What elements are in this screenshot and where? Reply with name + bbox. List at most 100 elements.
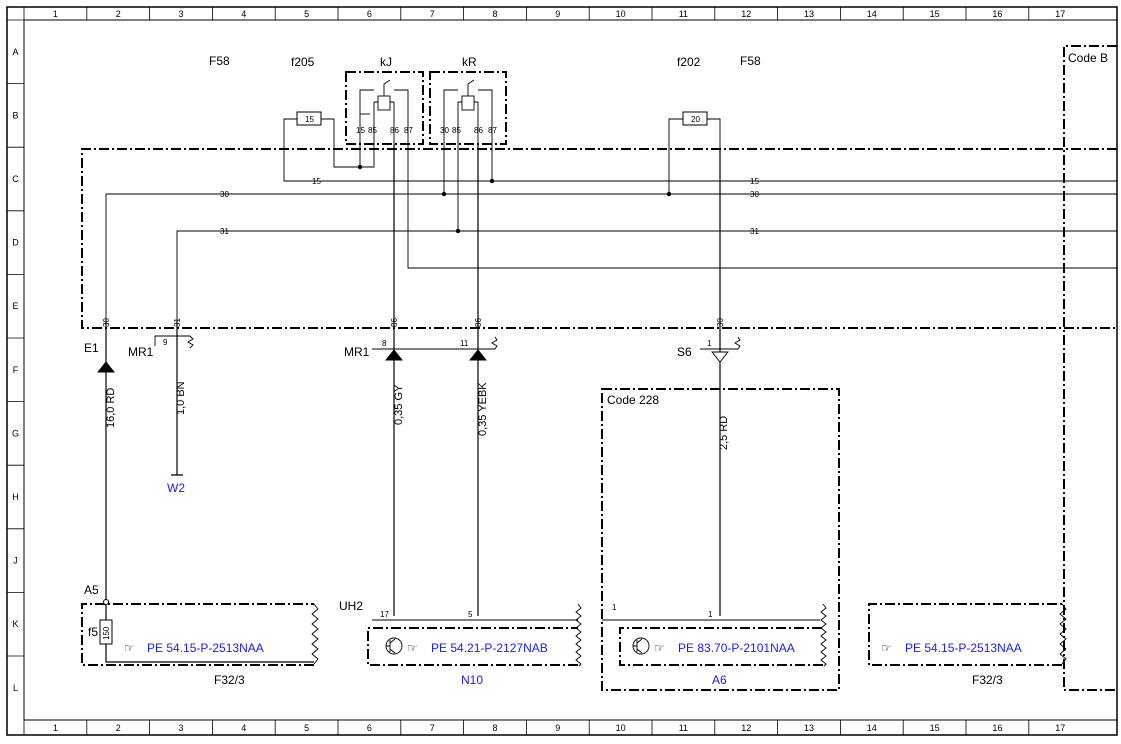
grid-row-label: L bbox=[13, 683, 18, 693]
break-n10 bbox=[575, 603, 582, 667]
junction-dots bbox=[357, 164, 672, 234]
grid-labels: 1122334455667788991010111112121313141415… bbox=[12, 9, 1065, 733]
ref-link-f32-right[interactable]: PE 54.15-P-2513NAA bbox=[905, 641, 1022, 655]
code-228-box bbox=[601, 388, 840, 691]
grid-column-label-top: 7 bbox=[430, 9, 435, 19]
grid-row-label: E bbox=[12, 301, 18, 311]
transistor-icon bbox=[385, 637, 403, 655]
n10-box bbox=[367, 627, 578, 666]
grid-column-label-top: 5 bbox=[304, 9, 309, 19]
grid-column-label-top: 15 bbox=[930, 9, 940, 19]
relay-kj-pin-86: 86 bbox=[390, 126, 399, 135]
grid-column-label-bottom: 14 bbox=[867, 723, 877, 733]
ref-link-n10[interactable]: PE 54.21-P-2127NAB bbox=[431, 641, 548, 655]
grid-row-label: A bbox=[12, 47, 18, 57]
wire-label-w2: 1,0 BN bbox=[175, 381, 187, 415]
grid-column-label-bottom: 11 bbox=[679, 723, 688, 733]
node-a5 bbox=[103, 599, 109, 605]
grid-column-label-top: 17 bbox=[1055, 9, 1065, 19]
relay-kr-pin-87: 87 bbox=[488, 126, 497, 135]
connector-symbols bbox=[97, 335, 820, 621]
relay-kj-box bbox=[345, 71, 424, 145]
break-f32-left bbox=[311, 603, 319, 665]
connector-a6-pin1b: 1 bbox=[708, 610, 713, 619]
grid-column-label-bottom: 1 bbox=[53, 723, 58, 733]
transistor-icon-a6 bbox=[632, 637, 650, 655]
ref-link-a6[interactable]: PE 83.70-P-2101NAA bbox=[678, 641, 795, 655]
fuse-f202-body bbox=[682, 111, 708, 126]
grid-column-label-bottom: 10 bbox=[616, 723, 626, 733]
label-kj: kJ bbox=[380, 55, 392, 69]
fuse-f5-body bbox=[99, 619, 113, 645]
pin-kr86: 86 bbox=[474, 318, 483, 327]
grid-column-label-bottom: 17 bbox=[1055, 723, 1065, 733]
grid-column-label-bottom: 8 bbox=[492, 723, 497, 733]
hand-pointer-icon: ☞ bbox=[881, 641, 892, 655]
relay-kj-pin-15: 15 bbox=[356, 126, 365, 135]
break-a6 bbox=[820, 603, 827, 667]
component-f32-left: F32/3 bbox=[214, 673, 245, 687]
grid-column-label-top: 16 bbox=[992, 9, 1002, 19]
break-f32-right bbox=[1059, 603, 1067, 665]
grid-marks bbox=[7, 7, 1030, 735]
connector-mr1-pin9: 9 bbox=[163, 338, 168, 347]
connector-a5: A5 bbox=[84, 583, 99, 597]
grid-column-label-bottom: 9 bbox=[555, 723, 560, 733]
main-enclosure bbox=[81, 148, 1117, 329]
relay-kr-pin-30: 30 bbox=[440, 126, 449, 135]
bus-30-left: 30 bbox=[220, 190, 229, 199]
grid-column-label-bottom: 16 bbox=[992, 723, 1002, 733]
relay-links bbox=[359, 144, 493, 231]
ground-w2: W2 bbox=[167, 481, 185, 495]
label-f58-right: F58 bbox=[740, 54, 761, 68]
bus-31-right: 31 bbox=[750, 227, 759, 236]
component-n10[interactable]: N10 bbox=[461, 673, 483, 687]
fuse-f5-label: f5 bbox=[88, 625, 98, 639]
wire-label-w5: 2,5 RD bbox=[718, 416, 730, 450]
grid-row-label: H bbox=[12, 492, 19, 502]
grid-row-label: B bbox=[12, 110, 18, 120]
grid-column-label-bottom: 13 bbox=[804, 723, 814, 733]
relay-kr-box bbox=[429, 71, 507, 145]
grid-column-label-bottom: 4 bbox=[241, 723, 246, 733]
pin-e1: 30 bbox=[102, 318, 111, 327]
connector-a6-pin1a: 1 bbox=[612, 603, 617, 612]
fuse-f205-wire bbox=[283, 118, 375, 168]
grid-row-label: F bbox=[13, 365, 19, 375]
grid-column-label-top: 3 bbox=[178, 9, 183, 19]
grid-column-label-top: 4 bbox=[241, 9, 246, 19]
wire-label-w3: 0,35 GY bbox=[393, 384, 405, 425]
wire-label-w1: 16,0 RD bbox=[105, 388, 117, 428]
grid-row-label: K bbox=[12, 619, 18, 629]
grid-row-label: D bbox=[12, 238, 19, 248]
f32-right-box bbox=[868, 603, 1062, 666]
grid-column-label-bottom: 15 bbox=[930, 723, 940, 733]
connector-uh2-pin17: 17 bbox=[380, 610, 389, 619]
bus-line-kj87 bbox=[407, 144, 1117, 269]
component-a6[interactable]: A6 bbox=[712, 673, 727, 687]
connector-mr1-left: MR1 bbox=[128, 345, 154, 359]
inner-frame bbox=[23, 19, 1118, 721]
connector-e1: E1 bbox=[84, 341, 99, 355]
pin-mr1: 31 bbox=[173, 318, 182, 327]
a6-box bbox=[619, 627, 823, 666]
f32-left-box bbox=[81, 603, 314, 666]
label-f58-left: F58 bbox=[209, 54, 230, 68]
relay-kj-pin-87: 87 bbox=[404, 126, 413, 135]
connector-mr1-mid: MR1 bbox=[344, 345, 370, 359]
code-228-label: Code 228 bbox=[607, 393, 659, 407]
grid-column-label-top: 11 bbox=[679, 9, 688, 19]
grid-column-label-bottom: 3 bbox=[178, 723, 183, 733]
grid-row-label: J bbox=[13, 556, 18, 566]
grid-column-label-top: 9 bbox=[555, 9, 560, 19]
label-kr: kR bbox=[462, 55, 477, 69]
hand-pointer-icon: ☞ bbox=[654, 641, 665, 655]
connector-s6: S6 bbox=[677, 345, 692, 359]
grid-column-label-top: 6 bbox=[367, 9, 372, 19]
bus-15-left: 15 bbox=[312, 177, 321, 186]
grid-row-label: C bbox=[12, 174, 19, 184]
code-b-box bbox=[1063, 45, 1117, 691]
ref-link-f32-left[interactable]: PE 54.15-P-2513NAA bbox=[147, 641, 264, 655]
wire-w2 bbox=[171, 320, 183, 476]
